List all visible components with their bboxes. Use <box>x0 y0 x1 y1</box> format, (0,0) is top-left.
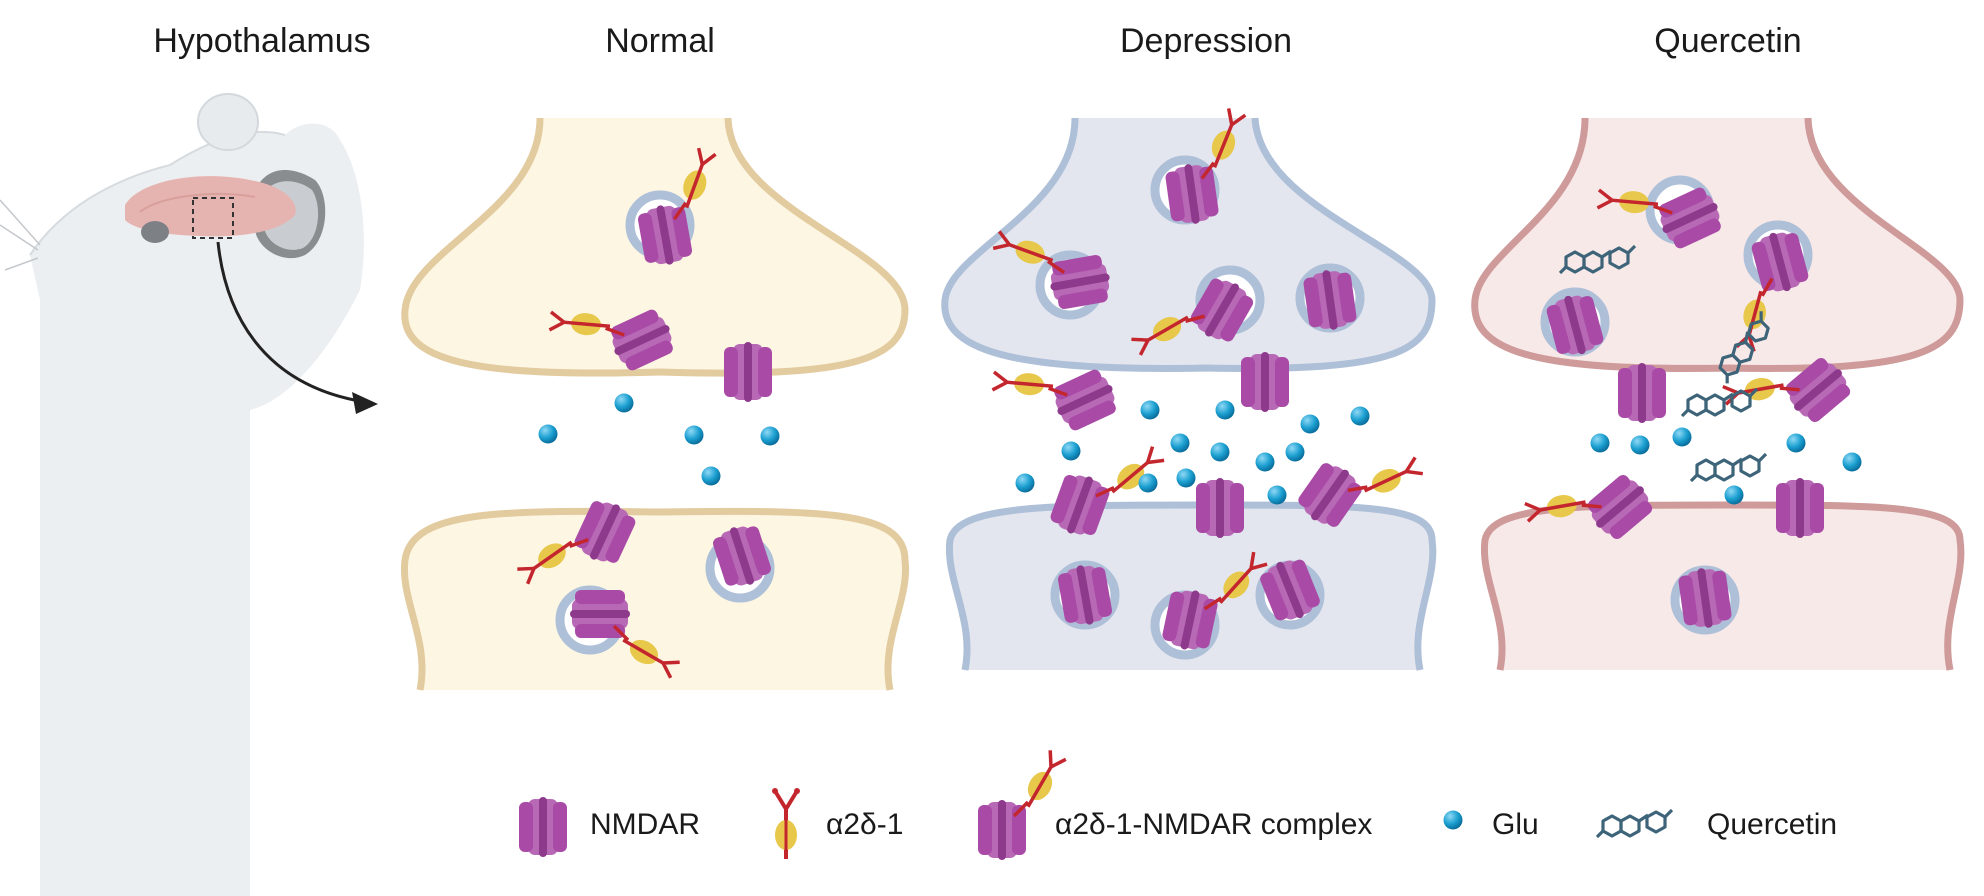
legend-quercetin-icon <box>1595 808 1674 839</box>
legend-label-glu: Glu <box>1492 808 1539 841</box>
synapse-depression <box>941 105 1437 671</box>
legend-glu-icon <box>1443 810 1463 830</box>
legend-label-a2d1: α2δ-1 <box>826 808 904 841</box>
synapse-quercetin <box>1471 117 1965 671</box>
mouse-illustration <box>0 93 378 896</box>
legend-a2d1-icon <box>770 786 802 861</box>
legend-label-quercetin: Quercetin <box>1707 808 1838 841</box>
title-depression: Depression <box>1120 22 1292 60</box>
legend-label-complex: α2δ-1-NMDAR complex <box>1055 808 1373 841</box>
legend-complex-icon <box>978 749 1068 860</box>
legend <box>519 749 1674 861</box>
title-normal: Normal <box>605 22 715 60</box>
legend-label-nmdar: NMDAR <box>590 808 700 841</box>
title-hypothalamus: Hypothalamus <box>153 22 371 60</box>
synapse-normal <box>400 117 910 691</box>
title-quercetin: Quercetin <box>1654 22 1802 60</box>
legend-nmdar-icon <box>519 797 567 857</box>
